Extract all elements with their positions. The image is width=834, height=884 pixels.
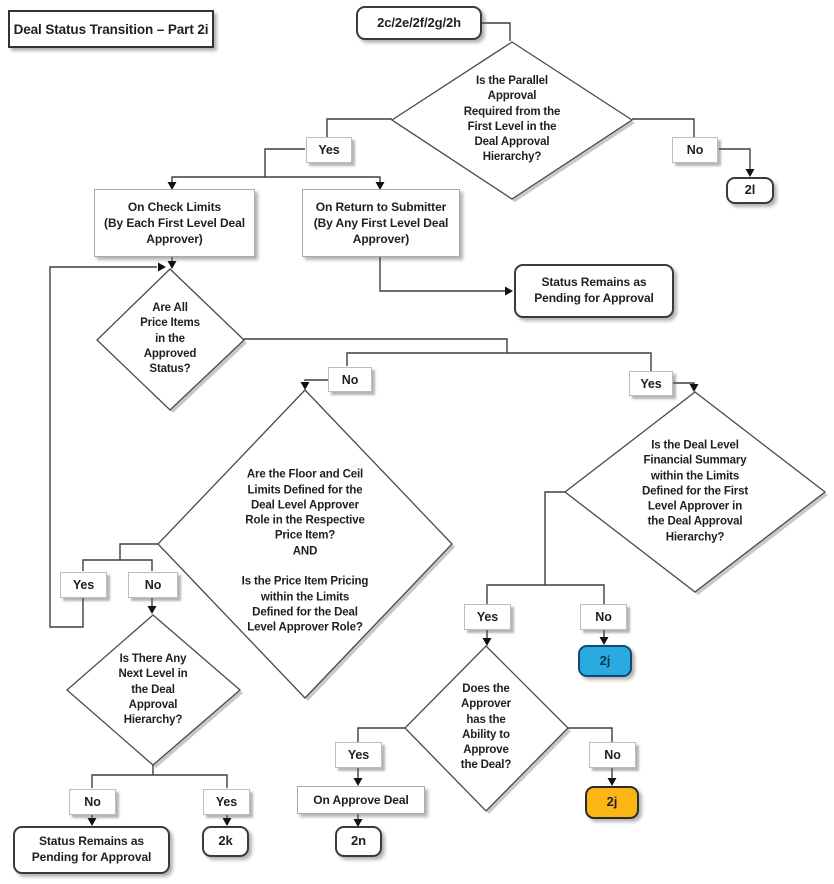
connectors [49,22,751,819]
branch-label-yes-fin: Yes [464,604,511,630]
terminal-2j-orange: 2j [585,786,639,819]
branch-label-no-loop: No [128,572,178,598]
process-on-check-limits: On Check Limits (By Each First Level Dea… [94,189,255,257]
process-on-approve-deal: On Approve Deal [297,786,425,814]
branch-label-yes-loop: Yes [60,572,107,598]
branch-label-no-fin: No [580,604,627,630]
arrowheads [87,169,755,827]
terminal-status-pending-top: Status Remains as Pending for Approval [514,264,674,318]
page-title: Deal Status Transition – Part 2i [8,10,214,48]
decision-all-price-items [96,268,245,411]
decision-parallel-approval-text: Is the Parallel Approval Required from t… [463,75,561,164]
process-on-return-to-submitter: On Return to Submitter (By Any First Lev… [302,189,460,257]
branch-label-no-mid: No [328,367,372,392]
branch-label-yes-approve: Yes [335,742,382,768]
limits-and-word: AND [292,545,318,557]
decision-next-level-text: Is There Any Next Level in the Deal Appr… [118,652,188,726]
terminal-2k: 2k [202,826,249,857]
decision-floor-ceil-limits-text: Are the Floor and Ceil Limits Defined fo… [242,452,369,635]
terminal-2n: 2n [335,826,382,857]
terminal-2l: 2l [726,177,774,204]
branch-label-no-top: No [672,137,718,163]
decision-financial-summary [563,391,827,593]
branch-label-no-approve: No [589,742,636,768]
limits-question-2: Is the Price Item Pricing within the Lim… [241,575,369,634]
branch-label-yes-mid: Yes [629,371,673,396]
decision-financial-summary-text: Is the Deal Level Financial Summary with… [641,439,749,544]
branch-label-no-next: No [69,789,116,815]
decision-all-price-items-text: Are All Price Items in the Approved Stat… [140,301,200,375]
decision-parallel-approval [390,41,634,200]
limits-question-1: Are the Floor and Ceil Limits Defined fo… [245,468,365,542]
decision-ability-to-approve [404,645,569,812]
branch-label-yes-top: Yes [306,137,352,163]
entry-node-2c2e2f2g2h: 2c/2e/2f/2g/2h [356,6,482,40]
terminal-status-pending-bottom: Status Remains as Pending for Approval [13,826,170,874]
decision-floor-ceil-limits [157,389,453,699]
terminal-2j-blue: 2j [578,645,632,677]
branch-label-yes-next: Yes [203,789,250,815]
decision-ability-to-approve-text: Does the Approver has the Ability to App… [460,683,512,772]
